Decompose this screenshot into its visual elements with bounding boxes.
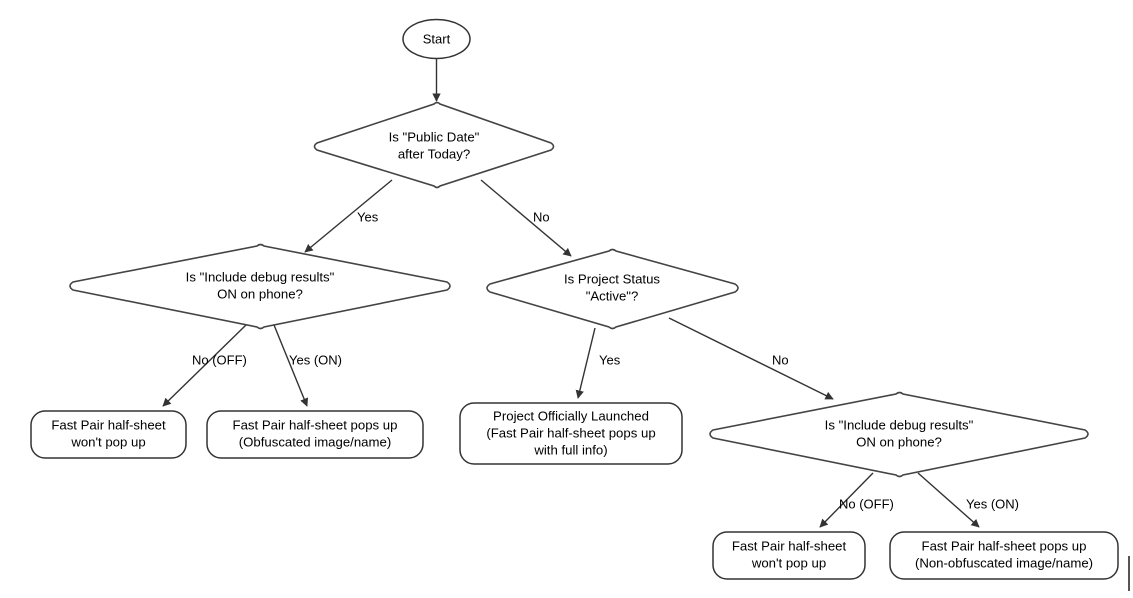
node-include-debug-right-decision[interactable]: Is "Include debug results" ON on phone? [709,391,1089,478]
edge-label-public-date-yes: Yes [357,209,379,224]
include-debug-left-line-2: ON on phone? [217,286,303,301]
public-date-line-1: Is "Public Date" [389,129,480,144]
edge-line [917,472,980,528]
node-result-wont-pop-up-right[interactable]: Fast Pair half-sheet won't pop up [712,531,866,580]
edge-label-project-status-no: No [772,352,789,367]
edge-debug-right-no-off: No (OFF) [819,472,894,528]
edge-label-debug-left-no: No (OFF) [192,352,247,367]
edge-project-status-no: No [668,317,834,400]
edge-label-public-date-no: No [533,209,550,224]
node-result-project-launched[interactable]: Project Officially Launched (Fast Pair h… [459,402,683,465]
edge-line [480,179,572,257]
node-include-debug-left-decision[interactable]: Is "Include debug results" ON on phone? [69,243,451,330]
edge-line [162,324,247,407]
result-non-obfuscated-box [889,531,1119,580]
result-right-line-2: won't pop up [751,555,826,570]
result-launched-box [459,402,683,465]
node-start[interactable]: Start [402,18,471,60]
edge-label-project-status-yes: Yes [599,352,621,367]
edge-label-debug-right-yes: Yes (ON) [966,496,1019,511]
result-obfuscated-line-1: Fast Pair half-sheet pops up [233,417,398,432]
edge-label-debug-left-yes: Yes (ON) [289,352,342,367]
edge-debug-left-no-off: No (OFF) [162,324,247,407]
edge-debug-right-yes-on: Yes (ON) [917,472,1019,528]
result-launched-line-2: (Fast Pair half-sheet pops up [486,425,655,440]
right-edge-artifact [1128,556,1130,591]
edge-public-date-yes: Yes [304,179,393,253]
public-date-diamond [313,101,555,189]
edge-project-status-yes: Yes [575,327,621,399]
node-public-date-decision[interactable]: Is "Public Date" after Today? [313,101,555,189]
include-debug-right-diamond [709,391,1089,478]
edge-line [668,317,834,400]
include-debug-right-line-2: ON on phone? [856,434,942,449]
edge-line [819,472,874,528]
result-non-obfuscated-line-1: Fast Pair half-sheet pops up [922,538,1087,553]
project-status-diamond [486,248,739,330]
edge-debug-left-yes-on: Yes (ON) [273,324,342,407]
result-left-line-1: Fast Pair half-sheet [51,417,166,432]
public-date-line-2: after Today? [398,146,470,161]
result-non-obfuscated-line-2: (Non-obfuscated image/name) [915,555,1093,570]
edge-label-debug-right-no: No (OFF) [839,496,894,511]
result-right-box [712,531,866,580]
result-left-line-2: won't pop up [70,434,145,449]
node-result-obfuscated[interactable]: Fast Pair half-sheet pops up (Obfuscated… [206,410,424,459]
node-result-wont-pop-up-left[interactable]: Fast Pair half-sheet won't pop up [30,410,187,459]
include-debug-right-line-1: Is "Include debug results" [825,417,974,432]
result-obfuscated-line-2: (Obfuscated image/name) [239,434,391,449]
include-debug-left-line-1: Is "Include debug results" [186,269,335,284]
result-left-box [30,410,187,459]
result-right-line-1: Fast Pair half-sheet [732,538,847,553]
start-ellipse [402,18,471,60]
project-status-line-2: "Active"? [586,288,639,303]
result-launched-line-3: with full info) [533,442,607,457]
edge-public-date-no: No [480,179,572,257]
result-launched-line-1: Project Officially Launched [493,408,649,423]
edge-line [304,179,393,253]
node-result-non-obfuscated[interactable]: Fast Pair half-sheet pops up (Non-obfusc… [889,531,1119,580]
node-project-status-decision[interactable]: Is Project Status "Active"? [486,248,739,330]
result-obfuscated-box [206,410,424,459]
edge-line [575,327,596,399]
edge-line [273,324,309,407]
start-label: Start [423,31,451,46]
include-debug-left-diamond [69,243,451,330]
project-status-line-1: Is Project Status [564,271,660,286]
